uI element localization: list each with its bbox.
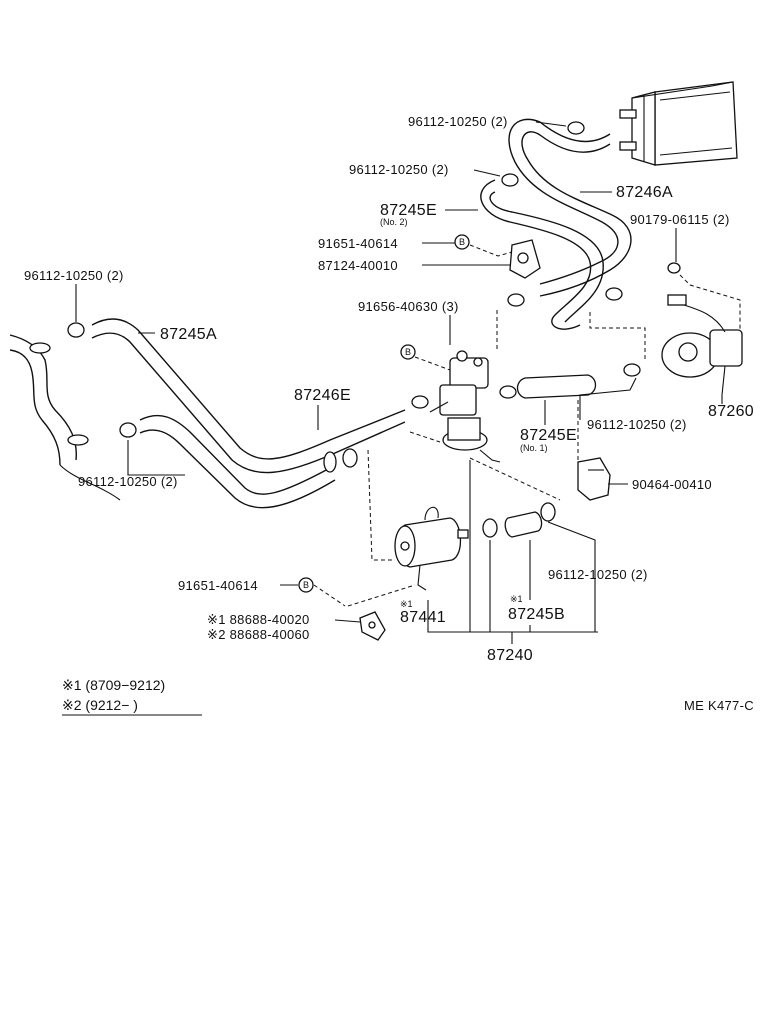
label-mark-87245b: ※1 [510,594,523,604]
label-bolt-91656: 91656-40630 (3) [358,299,459,314]
engine-piping [9,334,121,501]
label-bracket-88688-1: ※1 88688-40020 [207,612,310,627]
holder-90464 [577,457,611,501]
label-part-87260: 87260 [708,403,754,420]
label-hose-87246a: 87246A [616,184,673,201]
vacuum-actuator-87260 [661,294,743,396]
vacuum-tank-87441 [394,506,469,591]
bolt-symbols [298,234,470,593]
label-hose-87245e-no2: 87245E [380,202,437,219]
bracket-87124 [509,239,541,279]
hose-87246a [508,118,632,297]
bolt-symbol-top: B [459,237,465,247]
alignment-lines [313,244,741,607]
leader-lines [75,121,723,644]
label-mark-87441: ※1 [400,599,413,609]
label-clamp-left: 96112-10250 (2) [24,268,124,283]
water-valve [429,350,501,463]
bolt-symbol-mid: B [405,347,411,357]
heater-core [619,81,738,166]
label-hose-87245a: 87245A [160,326,217,343]
label-clamp-mid: 96112-10250 (2) [349,162,449,177]
label-hose-87246e: 87246E [294,387,351,404]
hose-87245e-no2 [480,179,604,330]
label-bolt-91651-bottom: 91651-40614 [178,578,258,593]
label-bracket-88688-2: ※2 88688-40060 [207,627,310,642]
label-clamp-right: 96112-10250 (2) [587,417,687,432]
label-part-87441: 87441 [400,609,446,626]
bolt-symbol-bottom: B [303,580,309,590]
label-hose-87245e-no1: 87245E [520,427,577,444]
label-clamp-top: 96112-10250 (2) [408,114,508,129]
bracket-88688 [359,611,386,641]
label-clamp-lower-right: 96112-10250 (2) [548,567,648,582]
hose-clamps [67,121,681,538]
label-clamp-90179: 90179-06115 (2) [630,212,730,227]
hose-87245b [504,511,543,538]
label-holder-90464: 90464-00410 [632,477,712,492]
label-clamp-lower-left: 96112-10250 (2) [78,474,178,489]
hose-87246e [139,414,337,509]
hose-87245e-no1 [516,374,597,399]
hose-87245a [91,318,406,474]
label-assembly-87240: 87240 [487,647,533,664]
label-hose-87245e-no2-sub: (No. 2) [380,217,408,227]
legend-row-1: ※1 (8709−9212) [62,677,165,693]
label-bolt-91651-top: 91651-40614 [318,236,398,251]
legend-row-2: ※2 (9212− ) [62,697,138,713]
label-bracket-87124: 87124-40010 [318,258,398,273]
figure-code: ME K477-C [684,698,754,713]
label-hose-87245b: 87245B [508,606,565,623]
label-hose-87245e-no1-sub: (No. 1) [520,443,548,453]
